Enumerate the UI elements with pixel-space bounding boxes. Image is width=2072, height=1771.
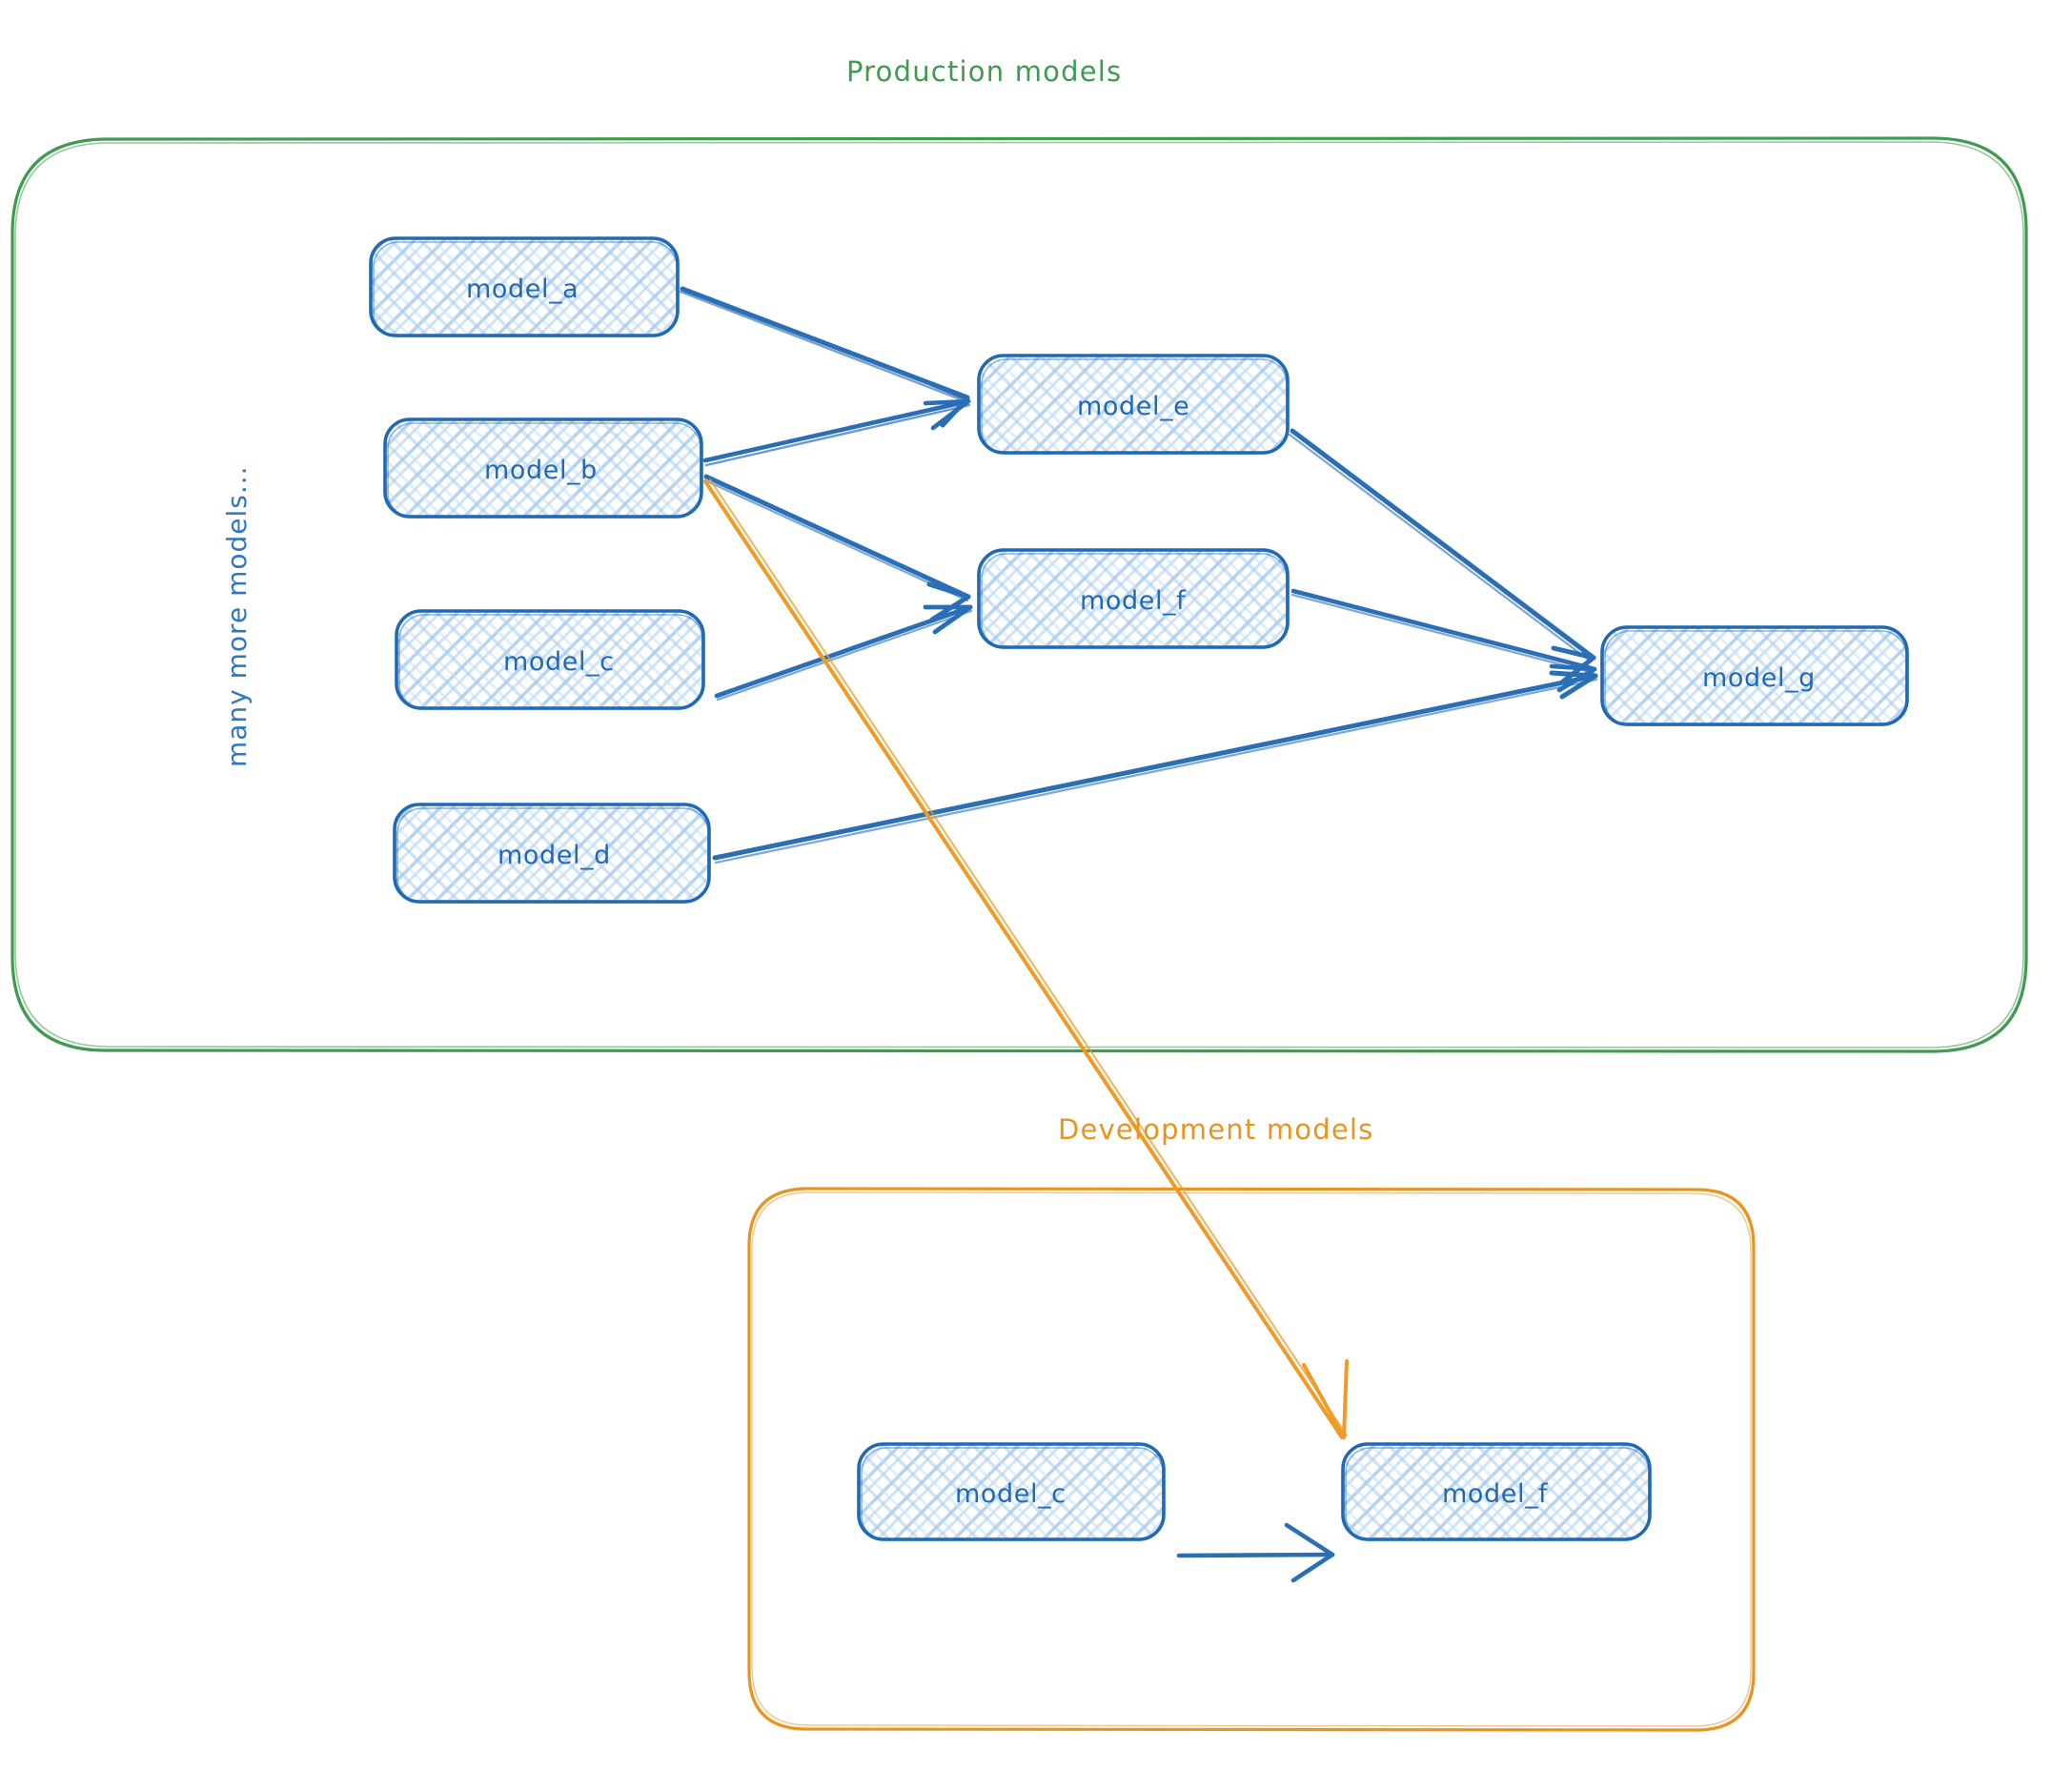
node-dev-model-f[interactable] [1341, 1442, 1652, 1541]
group-production[interactable] [10, 136, 2028, 1053]
edge-b-to-f[interactable] [703, 474, 971, 622]
edges-production [679, 286, 1598, 865]
node-prod-model-e[interactable] [977, 354, 1290, 455]
edge-f-to-g[interactable] [1290, 588, 1597, 693]
edge-d-to-g[interactable] [712, 670, 1598, 865]
edge-devc-to-devf[interactable] [1176, 1522, 1335, 1583]
edge-a-to-e[interactable] [679, 286, 970, 428]
edge-c-to-f[interactable] [714, 604, 973, 702]
node-prod-model-b[interactable] [383, 417, 703, 519]
node-prod-model-a[interactable] [369, 236, 680, 337]
node-dev-model-c[interactable] [857, 1442, 1166, 1541]
node-prod-model-f[interactable] [977, 548, 1290, 649]
group-development[interactable] [747, 1187, 1756, 1732]
edge-prodb-to-devf[interactable] [703, 478, 1349, 1439]
edge-b-to-e[interactable] [702, 398, 971, 467]
edge-e-to-g[interactable] [1288, 428, 1596, 684]
node-prod-model-g[interactable] [1600, 625, 1909, 726]
node-prod-model-d[interactable] [393, 803, 711, 904]
node-prod-model-c[interactable] [395, 609, 705, 710]
